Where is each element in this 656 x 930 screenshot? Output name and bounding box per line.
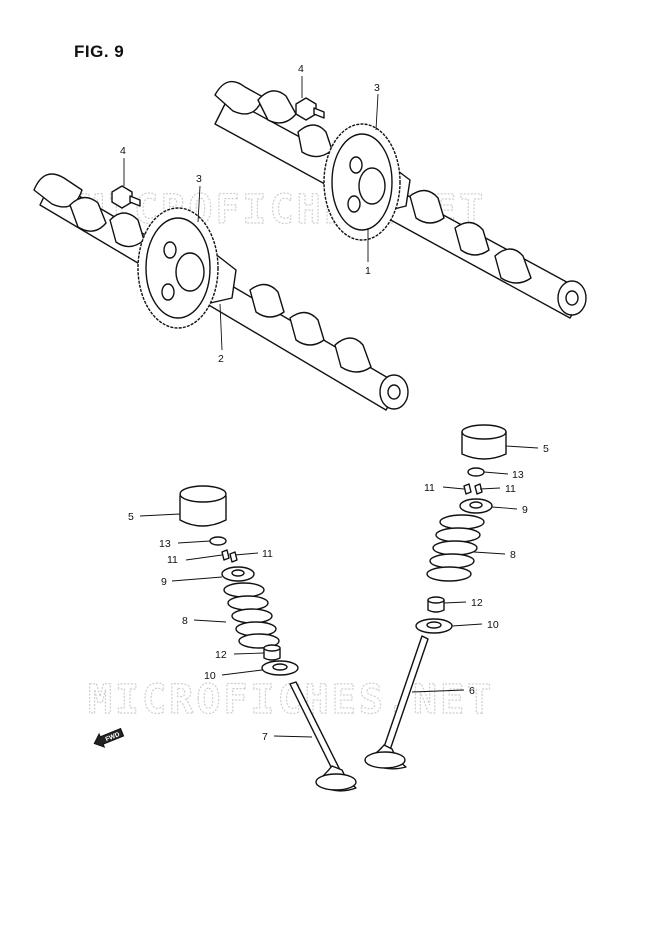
fwd-text: FWD xyxy=(104,731,121,743)
callout-11-left-cotter-left: 11 xyxy=(167,554,178,566)
valve-cotter-right xyxy=(463,483,483,495)
sprocket-bolt-exhaust xyxy=(111,185,141,209)
valve-tappet-right xyxy=(461,424,507,460)
callout-11-right-cotter-right: 11 xyxy=(505,483,516,495)
callout-13-left-shim: 13 xyxy=(159,538,171,550)
cam-sprocket-exhaust xyxy=(137,207,219,329)
callout-10-left-seat: 10 xyxy=(204,670,216,682)
callout-13-right-shim: 13 xyxy=(512,469,524,481)
callout-1-intake-camshaft: 1 xyxy=(365,265,371,277)
valve-tappet-left xyxy=(179,485,227,527)
callout-7-intake-valve: 7 xyxy=(262,731,268,743)
forward-direction-badge: FWD xyxy=(93,727,125,748)
valve-cotter-left xyxy=(221,549,238,563)
figure-title: FIG. 9 xyxy=(74,42,125,61)
sprocket-bolt-intake xyxy=(295,97,325,121)
leader-lines xyxy=(123,76,539,738)
valve-shim-left xyxy=(209,536,227,546)
valve-stem-seal-right xyxy=(427,596,445,613)
callout-2-exhaust-camshaft: 2 xyxy=(218,353,224,365)
spring-seat-left xyxy=(261,660,299,676)
callout-labels: 4 3 1 4 3 2 5 13 11 11 9 8 12 10 6 5 13 … xyxy=(120,63,549,743)
valve-spring-right xyxy=(426,514,485,582)
callout-5-right-tappet: 5 xyxy=(543,443,549,455)
spring-retainer-right xyxy=(459,498,493,514)
callout-3-intake-sprocket: 3 xyxy=(374,82,380,94)
callout-11-right-cotter-left: 11 xyxy=(424,482,435,494)
callout-4-exhaust-bolt: 4 xyxy=(120,145,126,157)
camshaft-intake xyxy=(214,80,587,319)
valve-stem-seal-left xyxy=(263,644,281,661)
callout-3-exhaust-sprocket: 3 xyxy=(196,173,202,185)
callout-12-right-seal: 12 xyxy=(471,597,483,609)
callout-5-left-tappet: 5 xyxy=(128,511,134,523)
callout-6-exhaust-valve: 6 xyxy=(469,685,475,697)
valve-exhaust xyxy=(364,635,429,770)
valve-shim-right xyxy=(467,467,485,477)
callout-8-left-spring: 8 xyxy=(182,615,188,627)
callout-8-right-spring: 8 xyxy=(510,549,516,561)
cam-sprocket-intake xyxy=(323,123,401,241)
valve-spring-left xyxy=(223,582,280,649)
callout-10-right-seat: 10 xyxy=(487,619,499,631)
callout-9-right-retainer: 9 xyxy=(522,504,528,516)
spring-retainer-left xyxy=(221,566,255,582)
callout-12-left-seal: 12 xyxy=(215,649,227,661)
callout-9-left-retainer: 9 xyxy=(161,576,167,588)
valve-intake xyxy=(289,681,357,792)
spring-seat-right xyxy=(415,618,453,634)
callout-11-left-cotter-right: 11 xyxy=(262,548,273,560)
callout-4-intake-bolt: 4 xyxy=(298,63,304,75)
